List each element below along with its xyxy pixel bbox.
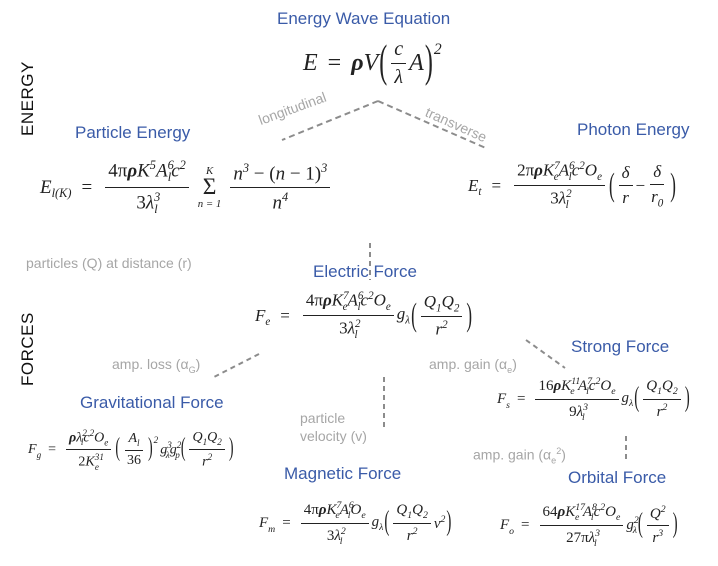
eq-lhs: F: [500, 517, 510, 533]
connector-longitudinal: [281, 100, 379, 141]
section-label-energy: ENERGY: [18, 61, 37, 136]
amp-loss-text: amp. loss (α: [112, 356, 189, 372]
eq-lhs-subscript: o: [509, 526, 515, 537]
amp-gain-sq-text: amp. gain (α: [473, 446, 552, 463]
annotation-particles-at-distance: particles (Q) at distance (r): [26, 255, 192, 271]
eq-lhs: E: [40, 176, 52, 198]
title-magnetic-force: Magnetic Force: [284, 464, 402, 483]
title-gravitational-force: Gravitational Force: [80, 393, 224, 412]
annotation-particle-velocity: particle velocity (v): [300, 409, 367, 445]
amp-gain-sq-superscript: 2: [556, 446, 562, 456]
eq-lhs-subscript: l(K): [51, 186, 72, 201]
eq-lhs-subscript: t: [478, 185, 482, 198]
eq-lhs: E: [303, 50, 318, 76]
title-energy-wave-equation: Energy Wave Equation: [277, 9, 451, 28]
connector-transverse: [377, 100, 489, 150]
eq-lhs: F: [497, 391, 507, 407]
title-electric-force: Electric Force: [313, 262, 417, 281]
particle-velocity-line2: velocity (v): [300, 428, 367, 444]
eq-lhs: F: [28, 441, 37, 457]
eq-lhs-subscript: g: [36, 449, 42, 460]
eq-lhs-subscript: s: [506, 400, 510, 411]
annotation-amp-gain: amp. gain (αe): [429, 356, 517, 375]
amp-gain-text: amp. gain (α: [429, 356, 508, 372]
amp-loss-subscript: G: [188, 364, 196, 375]
eq-lhs: E: [468, 175, 479, 195]
section-label-forces: FORCES: [18, 312, 37, 386]
title-photon-energy: Photon Energy: [577, 120, 690, 139]
connector-amp-gain: [525, 339, 566, 369]
annotation-amp-loss: amp. loss (αG): [112, 356, 201, 375]
connector-amp-loss: [211, 353, 260, 379]
amp-gain-subscript: e: [507, 364, 513, 375]
eq-lhs-subscript: e: [265, 315, 271, 328]
eq-lhs: F: [255, 305, 266, 325]
eq-lhs: F: [259, 515, 269, 531]
title-particle-energy: Particle Energy: [75, 123, 191, 142]
eq-lhs-subscript: m: [268, 524, 276, 535]
annotation-amp-gain-squared: amp. gain (αe2): [473, 446, 566, 466]
particle-velocity-line1: particle: [300, 410, 346, 426]
title-orbital-force: Orbital Force: [568, 468, 667, 487]
title-strong-force: Strong Force: [571, 337, 670, 356]
amp-gain-sq-subscript: e: [551, 455, 557, 466]
